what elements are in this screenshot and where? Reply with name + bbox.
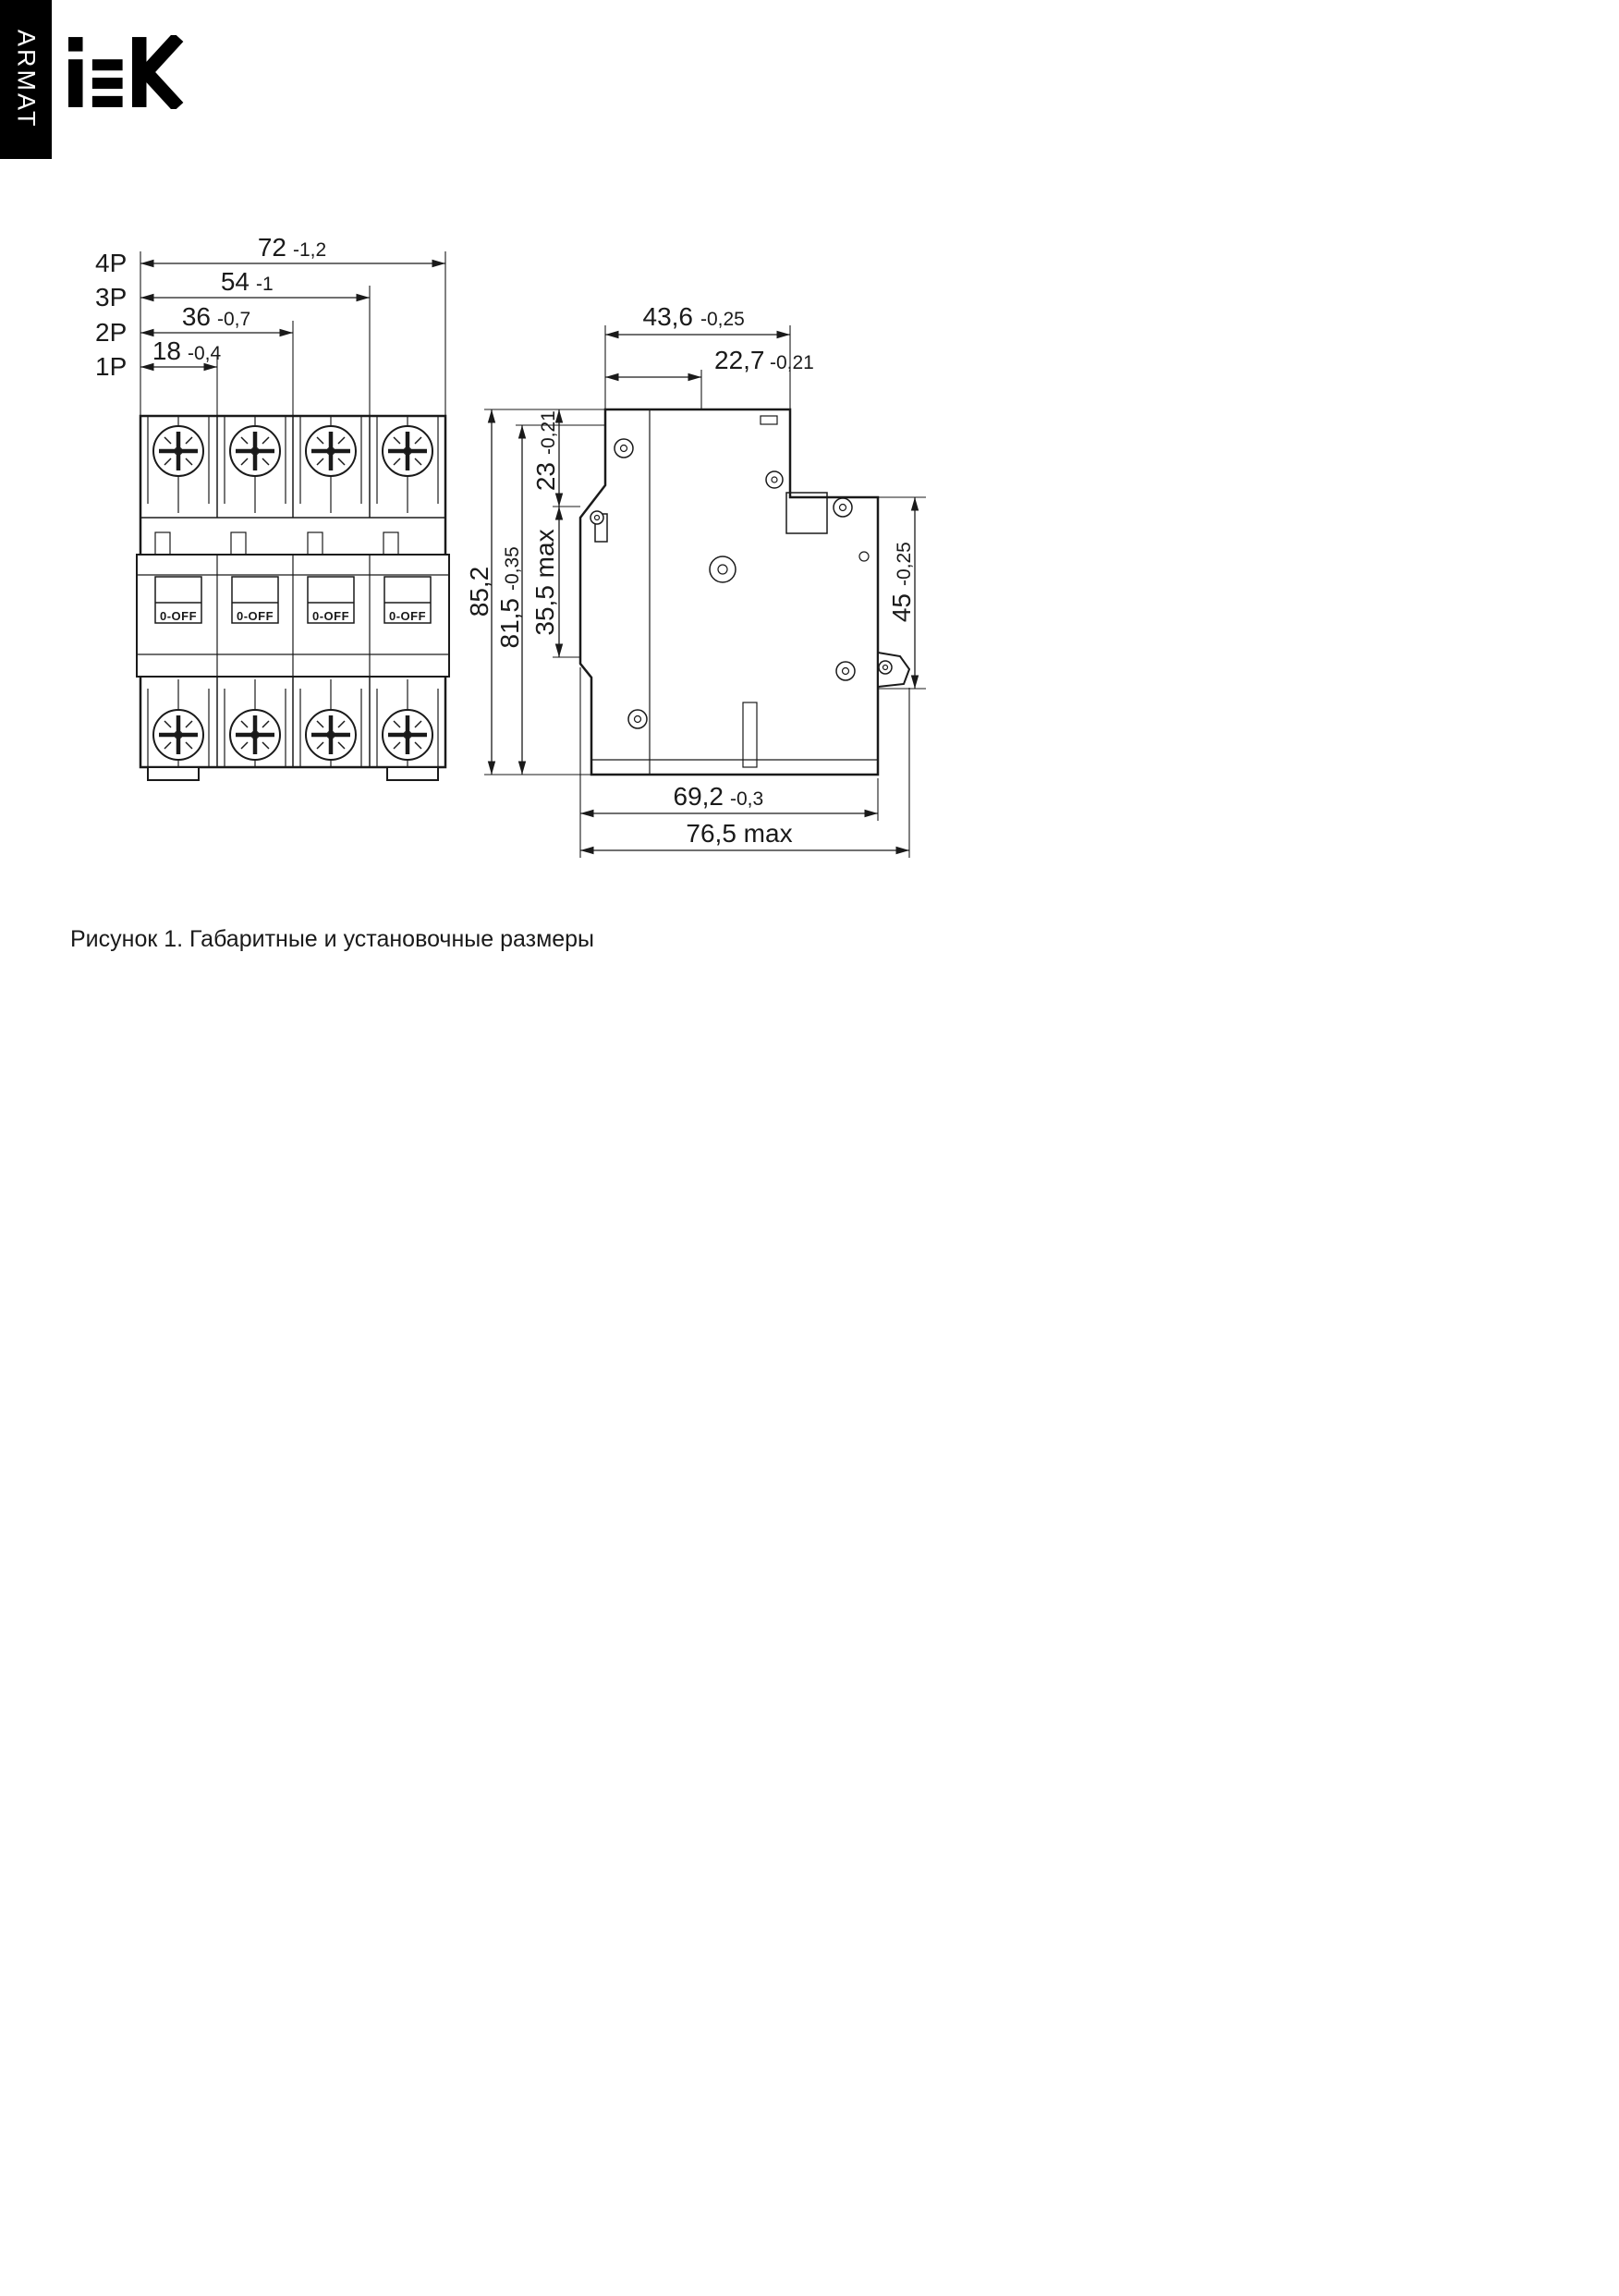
side-rivets [590, 438, 893, 729]
clip-tab [230, 531, 247, 556]
dim-3p: 3P 54 -1 [95, 267, 370, 311]
iek-logo [68, 35, 184, 109]
dim-value: 69,2 [674, 782, 724, 811]
dim-value: 45 [887, 593, 916, 622]
pole-label: 4P [95, 249, 127, 277]
dim-tolerance: -1 [256, 274, 274, 295]
dim-depth-top: 23 -0,21 [531, 409, 564, 507]
dim-value: 35,5 max [530, 529, 559, 635]
dim-tolerance: -0,3 [730, 788, 763, 810]
dim-depth-total-max: 76,5 max [580, 819, 909, 855]
dim-tolerance: -0,7 [217, 309, 250, 330]
clip-tab [307, 531, 323, 556]
dim-height-total: 85,2 [465, 409, 496, 775]
mount-foot [386, 766, 439, 781]
dim-tolerance: -0,25 [700, 309, 745, 330]
dim-value: 54 [221, 267, 250, 296]
dim-value: 22,7 [714, 346, 765, 374]
dim-value: 85,2 [465, 567, 493, 617]
dim-tolerance: -0,35 [502, 546, 523, 591]
dim-tolerance: -0,25 [894, 542, 915, 586]
figure-caption: Рисунок 1. Габаритные и установочные раз… [70, 926, 595, 952]
dim-height-body: 81,5 -0,35 [495, 425, 527, 775]
dim-value: 36 [182, 302, 211, 331]
dim-4p: 4P 72 -1,2 [95, 233, 445, 277]
side-view-dimensions: 43,6 -0,25 22,7 -0,21 85,2 81,5 [465, 302, 926, 858]
dim-width-front: 22,7 -0,21 [605, 346, 814, 382]
dim-value: 81,5 [495, 598, 524, 649]
dim-value: 43,6 [643, 302, 694, 331]
mount-foot [147, 766, 200, 781]
dim-tolerance: -0,21 [770, 352, 814, 373]
front-view-drawing [136, 414, 450, 781]
dim-1p: 1P 18 -0,4 [95, 336, 222, 381]
front-view-dimensions: 4P 72 -1,2 3P 54 -1 2P 36 -0,7 1P 18 -0,… [95, 233, 446, 416]
clip-tab [383, 531, 399, 556]
dim-value: 72 [258, 233, 286, 262]
dim-tolerance: -0,21 [538, 410, 559, 455]
dim-depth-bottom: 69,2 -0,3 [580, 782, 878, 818]
side-detail-box [785, 492, 828, 534]
dim-value: 23 [531, 462, 560, 491]
dim-depth-front-max: 35,5 max [530, 507, 564, 657]
iek-logo-glyphs [68, 35, 184, 109]
dim-value: 76,5 max [686, 819, 792, 848]
side-bottom-slot [742, 702, 758, 768]
clip-tab [154, 531, 171, 556]
series-label: ARMAT [12, 30, 41, 129]
side-body-outline [578, 408, 880, 776]
side-view-drawing [578, 408, 911, 776]
side-top-notch [760, 415, 778, 425]
dim-width-top: 43,6 -0,25 [605, 302, 790, 339]
dim-din-spacing: 45 -0,25 [887, 497, 919, 689]
dim-value: 18 [152, 336, 181, 365]
pole-label: 2P [95, 318, 127, 347]
dim-tolerance: -1,2 [293, 239, 326, 261]
dim-tolerance: -0,4 [188, 343, 222, 364]
pole-label: 1P [95, 352, 127, 381]
series-sidebar: ARMAT [0, 0, 52, 159]
dim-2p: 2P 36 -0,7 [95, 302, 293, 347]
pole-label: 3P [95, 283, 127, 311]
